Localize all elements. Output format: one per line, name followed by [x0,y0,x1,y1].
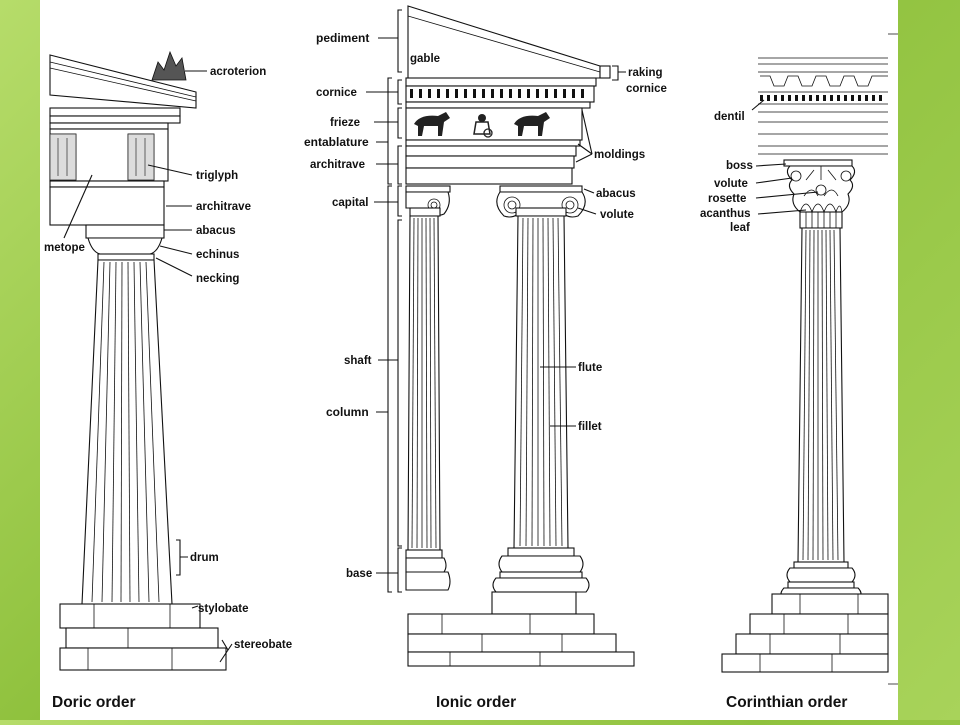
label-abacus-doric: abacus [196,225,236,237]
label-cornice: cornice [316,87,357,99]
label-drum: drum [190,552,219,564]
label-raking: raking [628,67,663,79]
label-flute: flute [578,362,602,374]
label-shaft: shaft [344,355,372,367]
doric-leader-lines [63,70,233,663]
label-architrave-doric: architrave [196,201,251,213]
diagram-panel: acroterion triglyph architrave metope ab… [40,0,913,720]
label-entablature: entablature [304,135,369,149]
ionic-order-drawing [405,5,635,667]
label-necking: necking [196,273,239,285]
corinthian-leader-lines [751,99,819,215]
classical-orders-diagram: acroterion triglyph architrave metope ab… [44,5,913,711]
label-moldings: moldings [594,149,645,161]
label-echinus: echinus [196,249,239,261]
label-dentil: dentil [714,111,745,123]
label-column: column [326,405,369,419]
label-triglyph: triglyph [196,170,238,182]
label-fillet: fillet [578,421,602,433]
label-stereobate: stereobate [234,639,292,651]
label-raking-cornice: cornice [626,83,667,95]
doric-order-drawing [49,50,227,671]
caption-corinthian-order: Corinthian order [726,694,847,711]
caption-ionic-order: Ionic order [436,694,516,711]
label-frieze: frieze [330,117,360,129]
label-architrave-ionic: architrave [310,159,365,171]
label-capital: capital [332,197,368,209]
label-acanthus: acanthus [700,208,751,220]
caption-doric-order: Doric order [52,694,136,711]
label-acroterion: acroterion [210,66,266,78]
label-base: base [346,568,372,580]
label-gable: gable [410,53,440,65]
acroterion-ornament [151,50,187,81]
corinthian-order-drawing [721,33,913,685]
label-rosette: rosette [708,193,746,205]
label-metope: metope [44,242,85,254]
label-acanthus-leaf: leaf [730,222,750,234]
label-abacus-ionic: abacus [596,188,636,200]
label-stylobate: stylobate [198,603,249,615]
label-boss: boss [726,160,753,172]
label-volute-corinthian: volute [714,178,748,190]
ionic-leader-lines [366,9,626,593]
label-pediment: pediment [316,31,369,45]
label-volute-ionic: volute [600,209,634,221]
